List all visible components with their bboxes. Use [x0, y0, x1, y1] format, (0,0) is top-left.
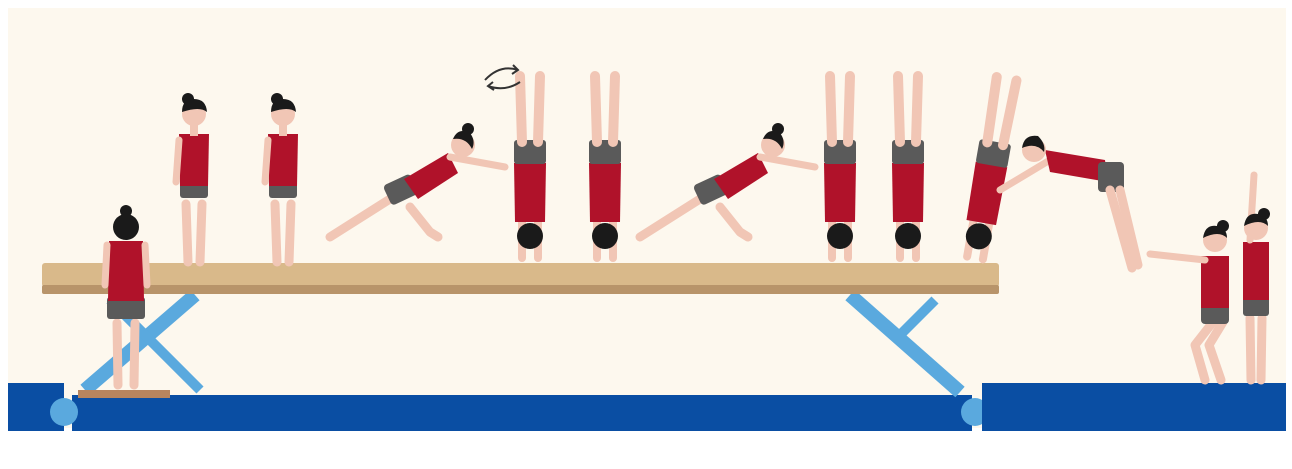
springboard: [78, 390, 170, 398]
mat-center: [72, 395, 972, 431]
mat-right: [982, 383, 1286, 431]
balance-beam: [42, 263, 999, 294]
